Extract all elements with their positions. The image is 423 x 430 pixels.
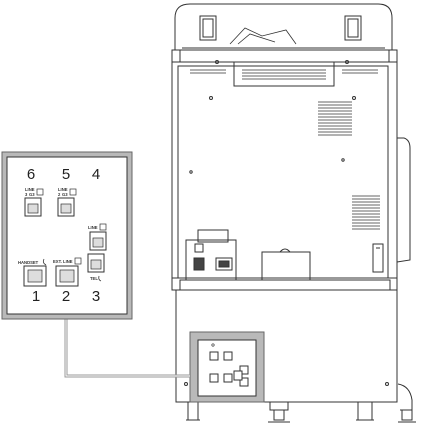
port-line-3: LINE 3 G3 [24,187,44,217]
callout-6: 6 [27,166,35,183]
callout-2: 2 [62,288,70,305]
vent-hood [233,62,335,87]
port-line-4: LINE [88,223,107,251]
leader-line [64,319,190,378]
svg-text:G3: G3 [29,192,35,197]
fax-panel-on-printer [189,331,265,403]
port-tel: TEL [87,253,105,282]
vent-grille-upper [318,101,352,136]
vent-grille-lower [352,195,380,230]
zoomed-fax-panel: LINE 3 G3 LINE 2 G3 LINE TEL [1,151,133,320]
left-leveler [269,402,289,411]
printer-rear-view [171,3,416,423]
callout-3: 3 [92,288,100,305]
right-side-handle [396,137,411,263]
left-hinge [199,15,217,41]
right-leveler [397,383,413,411]
printer-top-unit [174,3,393,51]
right-hinge [344,15,362,41]
svg-text:HANDSET: HANDSET [18,260,39,265]
printer-main-body [171,49,398,291]
svg-text:LINE: LINE [25,187,35,192]
svg-text:LINE: LINE [88,225,98,230]
svg-text:2: 2 [58,192,61,197]
port-handset: HANDSET [18,258,47,287]
svg-text:TEL: TEL [90,276,98,281]
handset-phone-icon [42,258,47,266]
port-line-2: LINE 2 G3 [57,187,77,217]
left-caster [187,402,199,421]
svg-text:LINE: LINE [58,187,68,192]
callout-5: 5 [62,166,70,183]
svg-text:3: 3 [25,192,28,197]
svg-text:G3: G3 [62,192,68,197]
tel-phone-icon [98,275,102,282]
callout-4: 4 [92,166,100,183]
svg-text:EXT. LINE: EXT. LINE [53,259,73,264]
callout-1: 1 [32,288,40,305]
top-cable [229,27,297,45]
port-ext-line: EXT. LINE [53,257,82,287]
right-caster [357,402,373,421]
